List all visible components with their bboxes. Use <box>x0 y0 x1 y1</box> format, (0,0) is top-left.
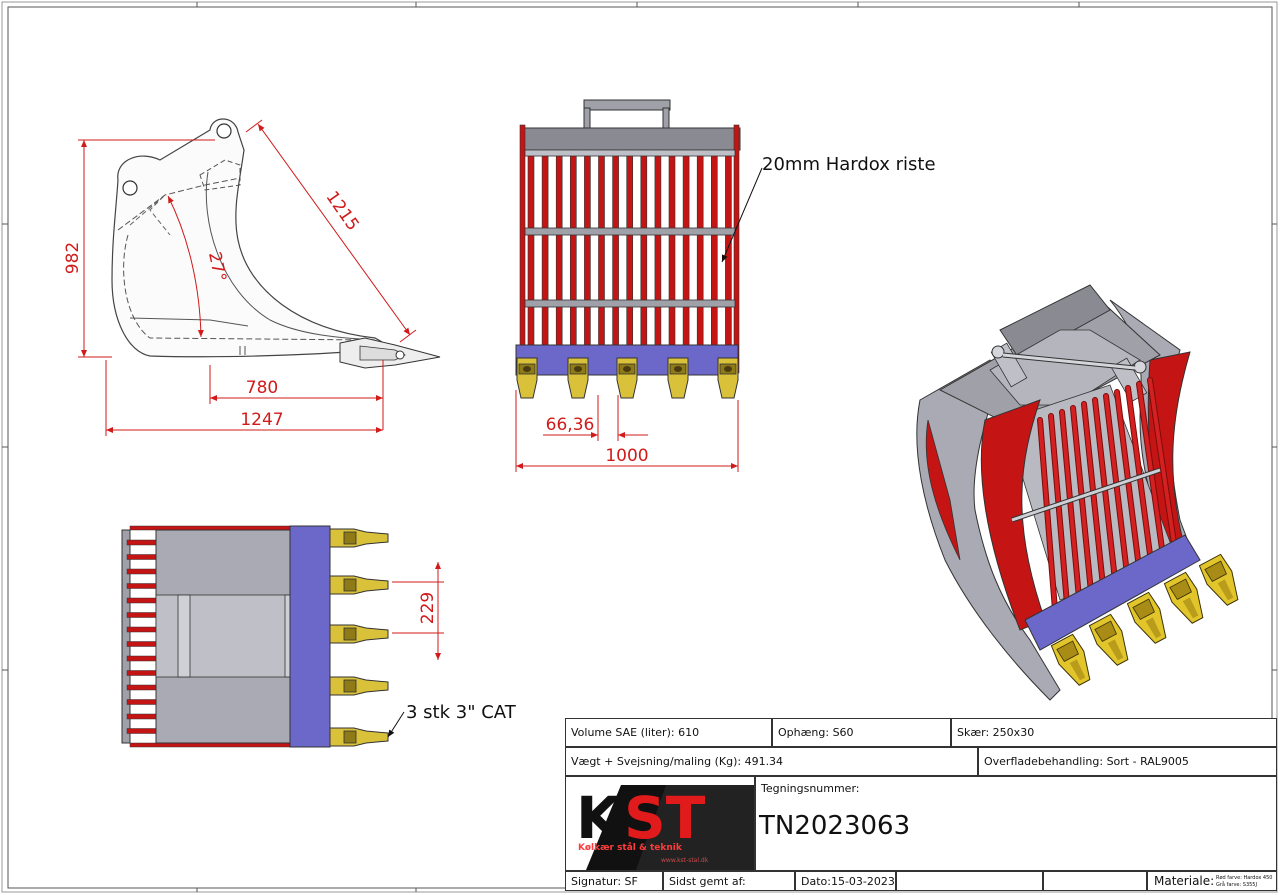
iso-tooth <box>1197 552 1246 610</box>
grate-bar <box>598 149 605 349</box>
front-view-dimensions <box>515 390 739 472</box>
iso-tooth <box>1049 632 1098 690</box>
iso-grate-bar-highlight <box>1148 378 1177 552</box>
grate-bar <box>541 149 549 349</box>
front-tooth <box>717 357 739 399</box>
front-view <box>515 99 741 399</box>
top-grate-bar <box>126 568 158 575</box>
side-view-dimensions <box>78 119 417 436</box>
front-tooth <box>567 357 589 399</box>
material-note-2: Grå farve: S355J <box>1216 882 1257 888</box>
side-view <box>111 118 441 369</box>
top-tooth <box>329 676 389 696</box>
dim-depth-total: 1247 <box>240 410 283 430</box>
svg-text:20mm Hardox riste: 20mm Hardox riste <box>762 154 936 175</box>
top-tooth <box>329 727 389 747</box>
top-grate-bar <box>126 699 158 705</box>
dim-width: 1000 <box>605 446 648 466</box>
logo-company-name: Kølkær stål & teknik <box>578 843 682 853</box>
top-grate-bar <box>126 670 158 676</box>
dim-height: 982 <box>63 242 83 274</box>
front-tooth <box>516 357 538 399</box>
grate-bar <box>612 149 619 349</box>
logo-graphic <box>586 785 754 870</box>
surface-field: Overfladebehandling: Sort - RAL9005 <box>978 747 1277 776</box>
date-field: Dato:15-03-2023 <box>795 871 896 891</box>
top-grate-bar <box>126 612 158 618</box>
grate-bars <box>527 149 732 349</box>
drawing-number: TN2023063 <box>759 811 911 841</box>
top-grate-bar <box>126 626 158 633</box>
top-view <box>121 525 389 748</box>
dim-tooth-spacing: 229 <box>418 592 438 624</box>
svg-text:3 stk 3" CAT: 3 stk 3" CAT <box>406 702 517 723</box>
grate-bar <box>654 149 662 349</box>
volume-field: Volume SAE (liter): 610 <box>565 718 772 747</box>
signature-field: Signatur: SF <box>565 871 663 891</box>
logo-letter-k: K <box>576 784 621 852</box>
top-grate-bar <box>126 597 158 604</box>
material-note-1: Rød farve: Hardox 450 <box>1216 875 1273 881</box>
logo-url: www.kst-stal.dk <box>661 857 709 864</box>
title-block: Volume SAE (liter): 610 Ophæng: S60 Skær… <box>565 718 1277 891</box>
grate-bar <box>725 149 732 349</box>
grate-bar <box>682 149 690 349</box>
material-field: Materiale: Rød farve: Hardox 450 Grå far… <box>1147 871 1277 891</box>
teeth-callout: 3 stk 3" CAT <box>387 702 517 738</box>
iso-grate-bar-highlight <box>1071 406 1093 594</box>
grate-callout: 20mm Hardox riste <box>721 154 936 263</box>
grate-bar <box>696 149 704 349</box>
dim-depth-inner: 780 <box>246 378 278 398</box>
iso-grate-bar-highlight <box>1049 414 1069 606</box>
iso-tooth <box>1125 590 1174 648</box>
grate-bar <box>626 149 634 349</box>
iso-tooth <box>1162 570 1211 628</box>
grate-bar <box>584 149 591 349</box>
top-grate-bar <box>126 684 158 691</box>
top-grate-bar <box>126 641 158 647</box>
weight-field: Vægt + Svejsning/maling (Kg): 491.34 <box>565 747 978 776</box>
drawing-number-cell: Tegningsnummer: TN2023063 <box>755 776 1277 871</box>
front-tooth <box>616 357 638 399</box>
iso-grate-bar-highlight <box>1038 418 1057 612</box>
ophaeng-field: Ophæng: S60 <box>772 718 951 747</box>
top-grate-bar <box>126 728 158 734</box>
logo-letters-st: ST <box>624 784 706 852</box>
iso-tooth <box>1087 612 1136 670</box>
iso-grate-bar-highlight <box>1060 410 1081 600</box>
drawing-number-label: Tegningsnummer: <box>761 782 860 795</box>
material-label: Materiale: <box>1154 874 1215 888</box>
top-grate-bar <box>126 539 158 546</box>
top-tooth <box>329 575 389 595</box>
isometric-view <box>916 284 1246 701</box>
top-grate-bar <box>126 713 158 720</box>
dim-diagonal: 1215 <box>321 188 362 235</box>
grate-bar <box>710 149 718 349</box>
grate-bar <box>569 149 577 349</box>
grate-bar <box>668 149 676 349</box>
front-tooth <box>667 357 689 399</box>
top-grate-bar <box>126 554 158 560</box>
saved-by-field: Sidst gemt af: <box>663 871 795 891</box>
dim-bar-spacing: 66,36 <box>546 415 595 435</box>
top-tooth <box>329 624 389 644</box>
top-teeth <box>329 528 389 747</box>
top-grate-bar <box>126 583 158 589</box>
blank-field-1 <box>896 871 1043 891</box>
top-tooth <box>329 528 389 548</box>
grate-bar <box>640 149 648 349</box>
top-grate-bar <box>126 655 158 662</box>
skaer-field: Skær: 250x30 <box>951 718 1277 747</box>
iso-grate-bar-highlight <box>1137 382 1165 558</box>
blank-field-2 <box>1043 871 1147 891</box>
grate-bar <box>555 149 563 349</box>
company-logo: K ST Kølkær stål & teknik www.kst-stal.d… <box>565 776 755 871</box>
top-view-dimensions <box>392 562 444 660</box>
grate-bar <box>527 149 535 349</box>
